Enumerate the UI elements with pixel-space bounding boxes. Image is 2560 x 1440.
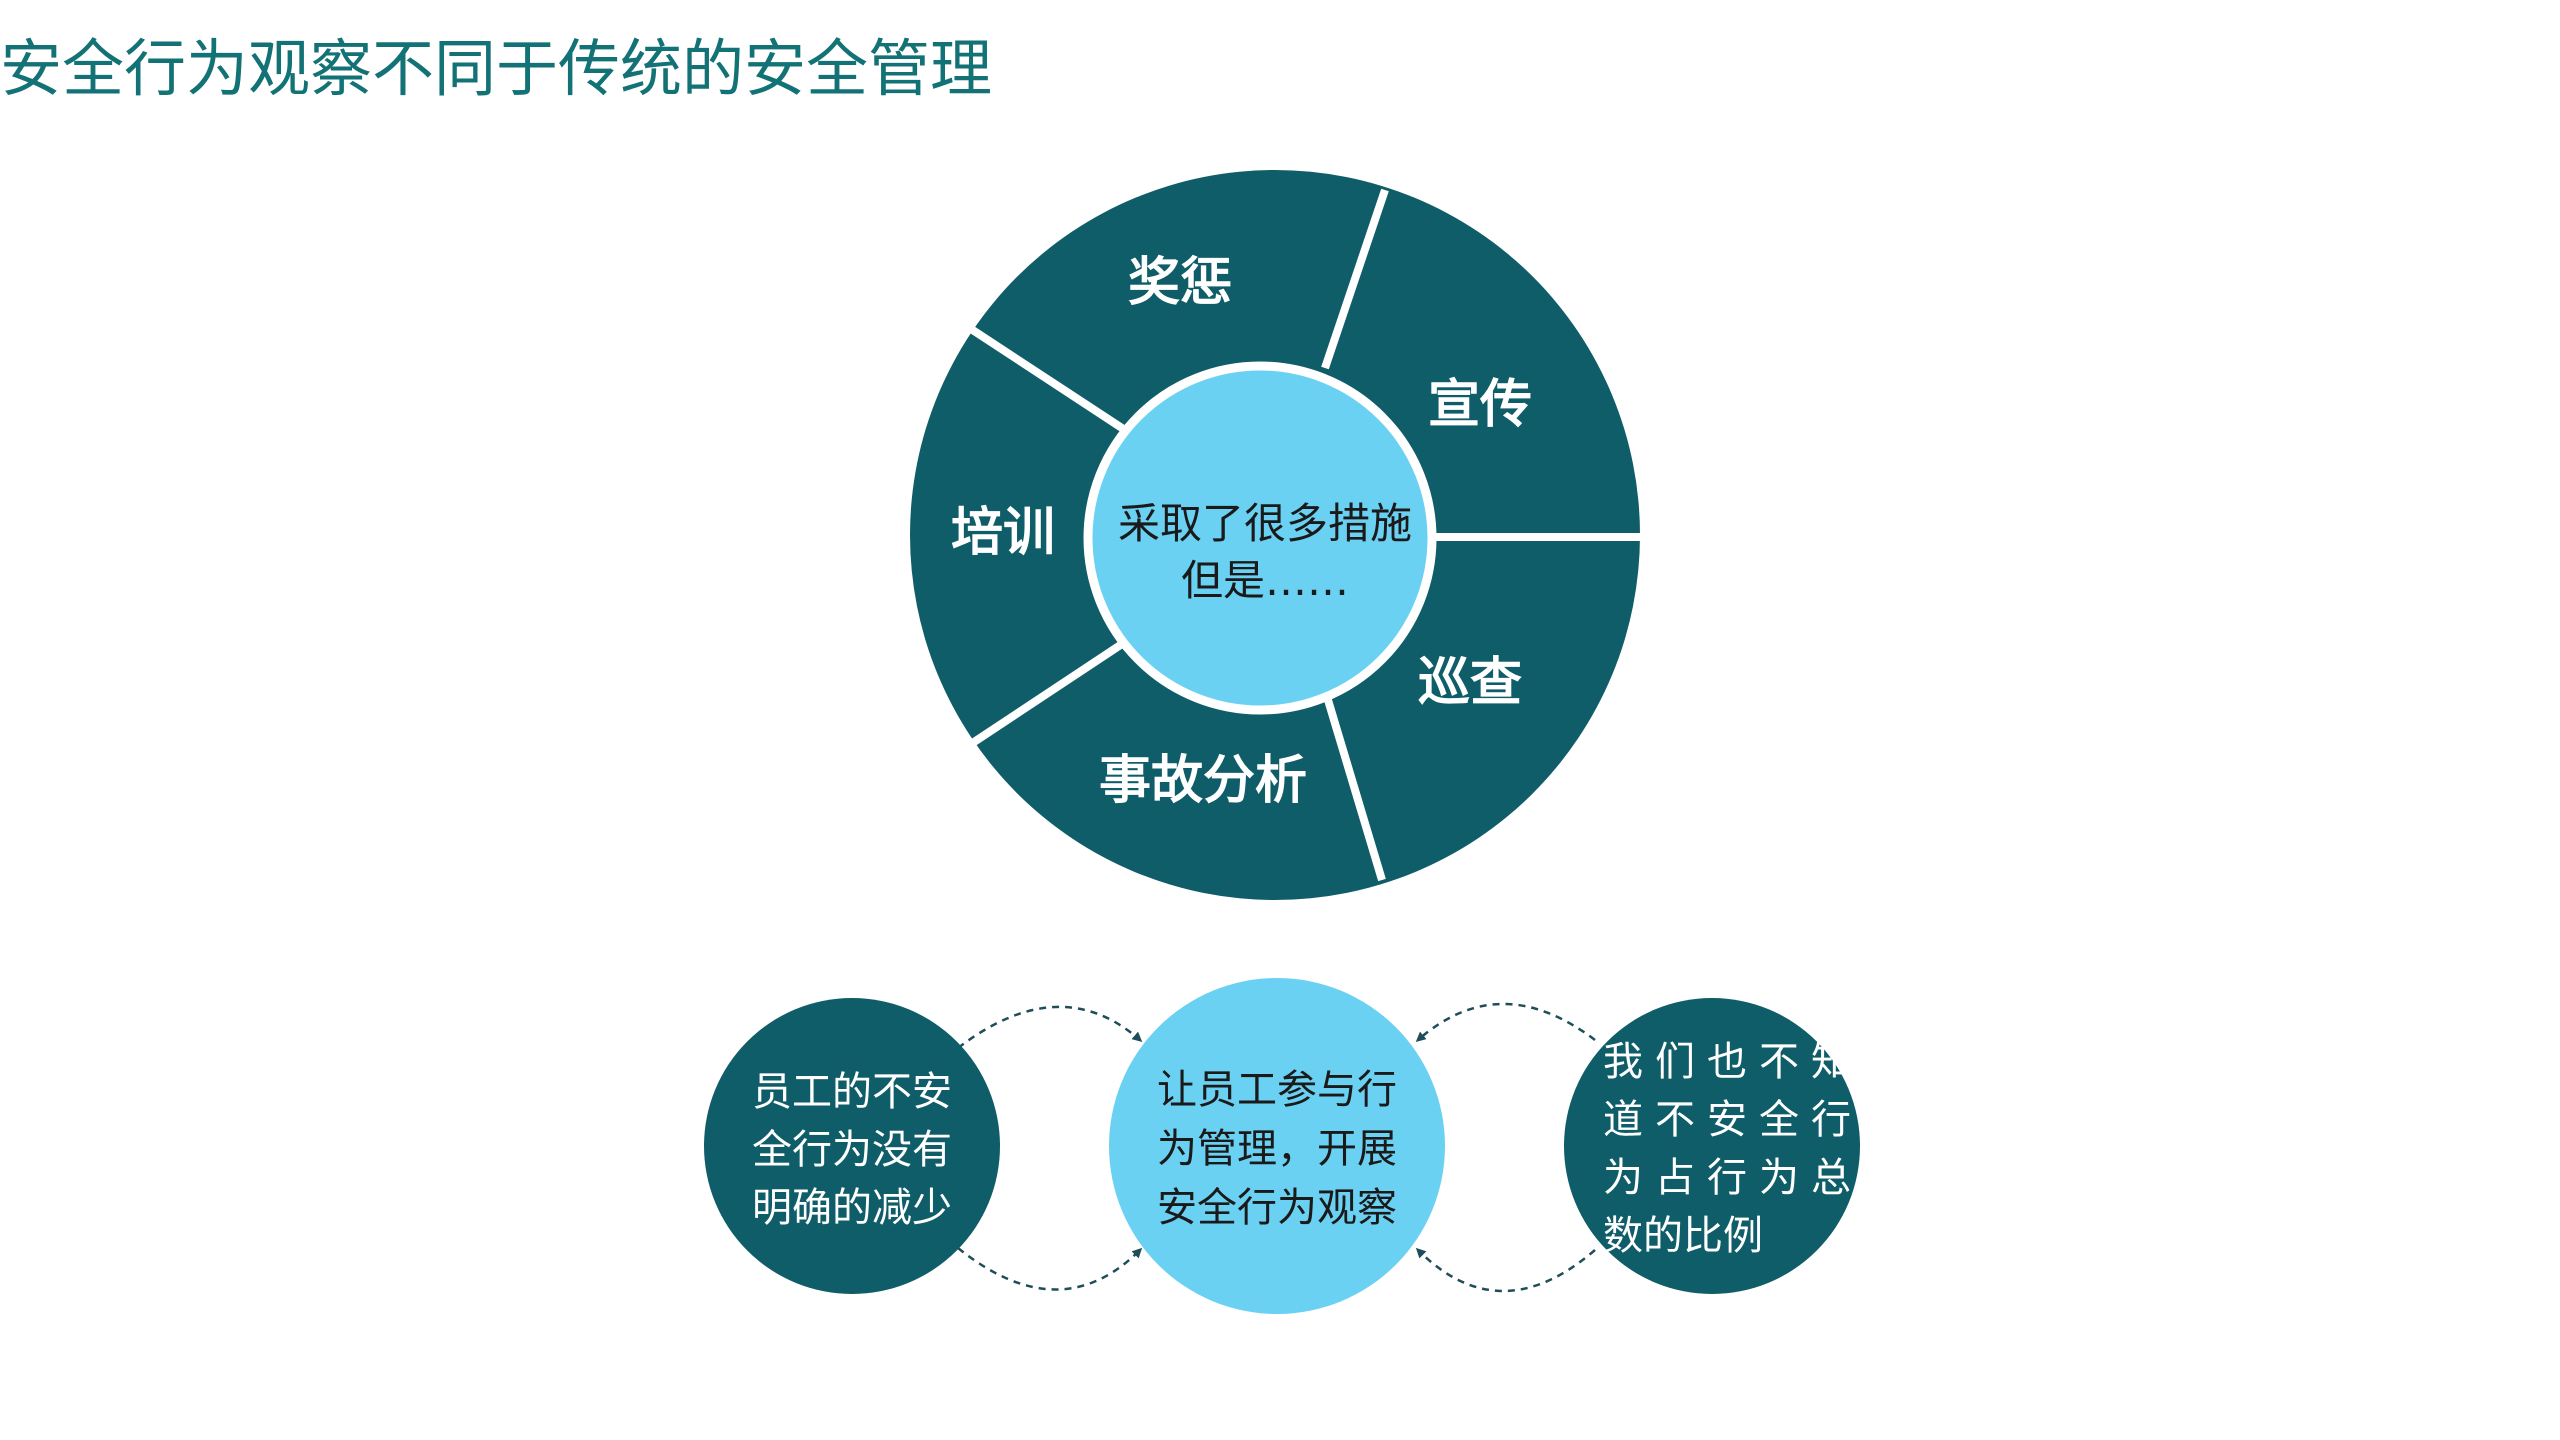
- right-node-line1: 我们也不知: [1603, 1039, 1863, 1085]
- center-node-line2: 为管理，开展: [1157, 1126, 1397, 1172]
- arrow-right-to-center-bottom: [1415, 1247, 1596, 1293]
- wheel-divider: [1321, 188, 1389, 370]
- wheel-divider: [962, 321, 1131, 436]
- left-node-line1: 员工的不安: [752, 1069, 952, 1115]
- center-node-line1: 让员工参与行: [1157, 1067, 1397, 1113]
- right-node-line3: 为占行为总: [1603, 1155, 1863, 1201]
- flow: 员工的不安 全行为没有 明确的减少 让员工参与行 为管理，开展 安全行为观察 我…: [704, 978, 1863, 1314]
- segment-label-accident-analysis: 事故分析: [1099, 751, 1307, 811]
- flow-node-left: [704, 998, 1000, 1294]
- arrow-right-to-center-top: [1415, 1002, 1596, 1042]
- segment-label-training: 培训: [951, 503, 1055, 563]
- segment-label-patrol: 巡查: [1418, 653, 1522, 713]
- flow-node-right-group: 我们也不知 道不安全行 为占行为总 数的比例: [1564, 998, 1863, 1294]
- right-node-line2: 道不安全行: [1603, 1097, 1863, 1143]
- left-node-line3: 明确的减少: [752, 1185, 952, 1231]
- wheel: 奖惩 宣传 巡查 事故分析 培训 采取了很多措施 但是……: [910, 170, 1650, 900]
- wheel-divider: [962, 636, 1131, 752]
- left-node-line2: 全行为没有: [752, 1127, 952, 1173]
- center-node-line3: 安全行为观察: [1157, 1185, 1397, 1231]
- slide-title: 安全行为观察不同于传统的安全管理: [0, 32, 993, 105]
- segment-label-reward: 奖惩: [1128, 253, 1232, 313]
- right-node-line4: 数的比例: [1603, 1213, 1763, 1259]
- arrow-left-to-center-bottom: [957, 1247, 1143, 1291]
- wheel-hub: [1083, 361, 1437, 715]
- segment-label-promotion: 宣传: [1428, 375, 1532, 435]
- hub-text-line2: 但是……: [1181, 556, 1349, 605]
- flow-node-right: [1564, 998, 1860, 1294]
- wheel-divider: [1324, 698, 1386, 882]
- flow-node-center: [1109, 978, 1445, 1314]
- arrow-left-to-center-top: [957, 1005, 1143, 1049]
- hub-text-line1: 采取了很多措施: [1118, 499, 1412, 548]
